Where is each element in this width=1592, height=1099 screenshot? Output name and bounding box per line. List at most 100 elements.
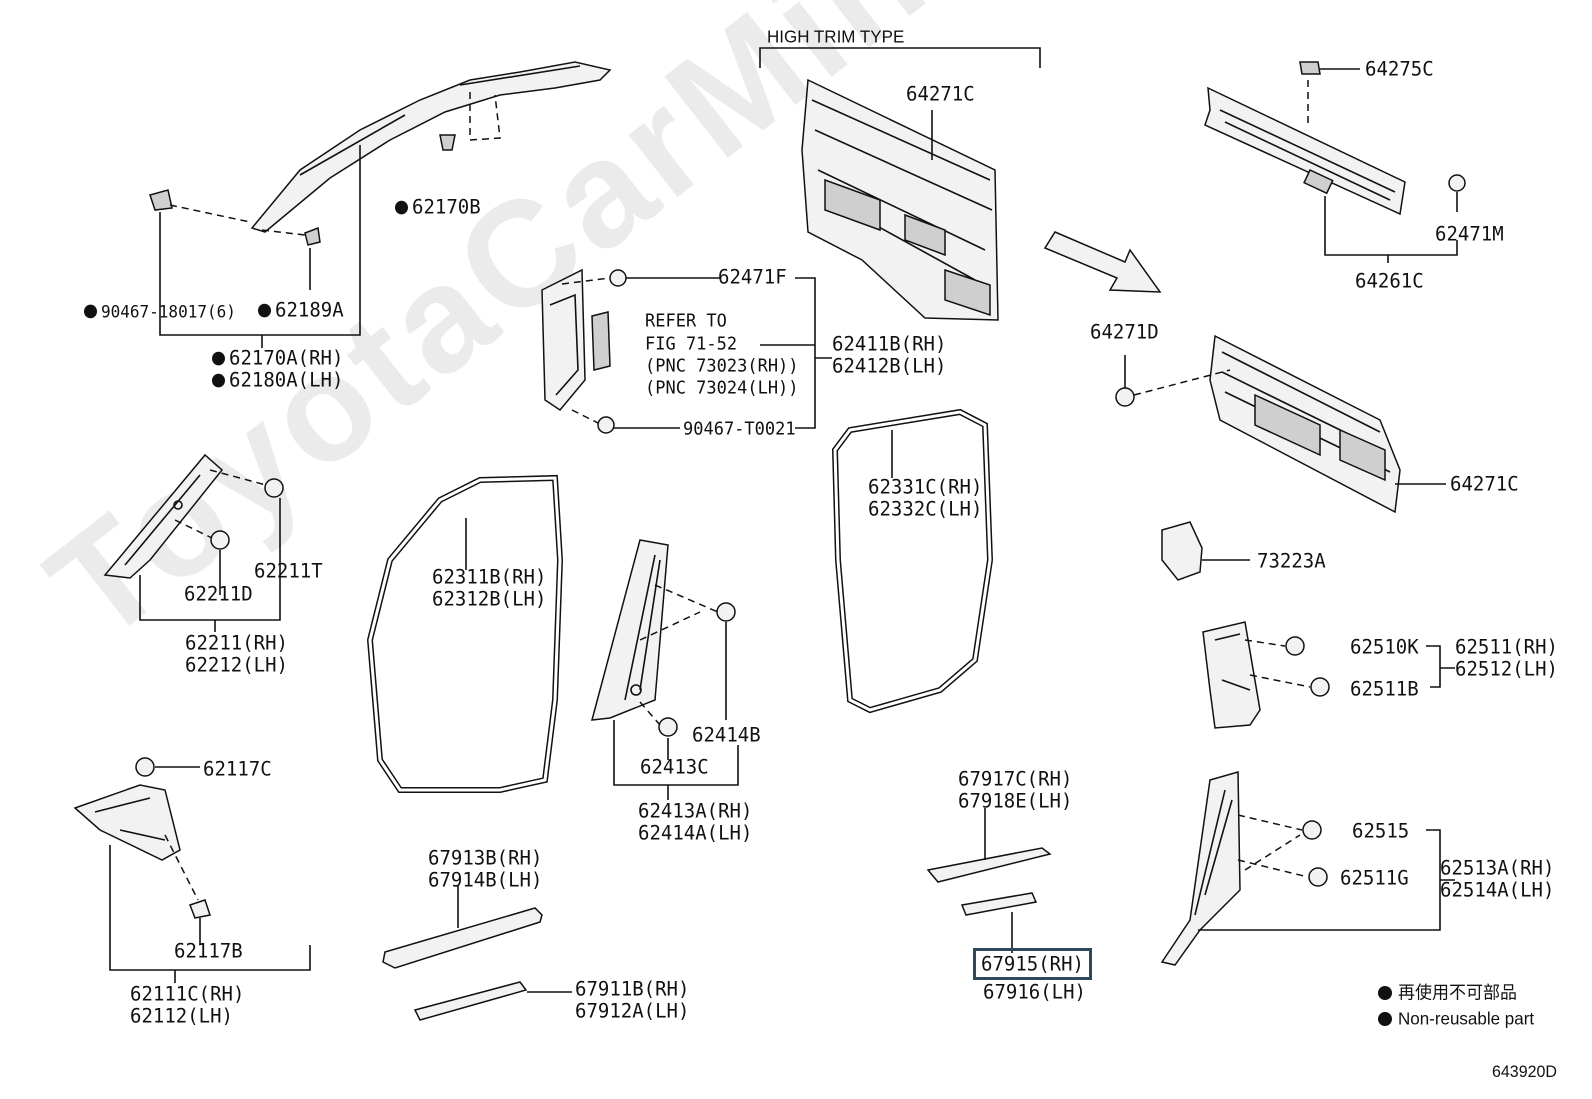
- label-62413C: 62413C: [640, 755, 709, 779]
- label-62211T: 62211T: [254, 559, 323, 583]
- direction-arrow: [1043, 231, 1162, 293]
- label-90467-18017: 90467-18017(6): [84, 300, 236, 323]
- quarter-pillar-lower-part: [1160, 771, 1241, 966]
- label-62511G: 62511G: [1340, 866, 1409, 890]
- clip-62511G: [1308, 867, 1328, 887]
- leader-62211-bracket: [139, 498, 281, 632]
- label-90467-T0021: 90467-T0021: [683, 418, 796, 440]
- label-refer-1: REFER TO: [645, 310, 727, 332]
- label-64271D: 64271D: [1090, 320, 1159, 344]
- label-62413A: 62413A(RH): [638, 799, 753, 823]
- label-62513A: 62513A(RH): [1440, 856, 1555, 880]
- clip-62510K: [1285, 636, 1305, 656]
- dash-62211: [174, 469, 267, 539]
- cowl-side-trim-part: [73, 784, 181, 861]
- label-62331C: 62331C(RH): [868, 475, 983, 499]
- label-67918E: 67918E(LH): [958, 789, 1073, 813]
- quarter-pillar-upper-part: [1202, 621, 1261, 729]
- dash-62413: [639, 584, 719, 726]
- label-64275C: 64275C: [1365, 57, 1434, 81]
- clip-62211D: [210, 530, 230, 550]
- back-panel-part: [1209, 334, 1401, 514]
- leader-62511-bracket: [1426, 645, 1455, 688]
- label-62471M: 62471M: [1435, 222, 1504, 246]
- clip-90467-T0021: [597, 416, 615, 434]
- label-refer-4: (PNC 73024(LH)): [645, 377, 799, 399]
- dash-64271D: [1133, 369, 1231, 396]
- clip-64275C: [1299, 61, 1321, 75]
- dash-62513: [1237, 814, 1309, 878]
- scuff-plate-67913B-part: [382, 907, 543, 969]
- legend-dot-en: [1378, 1012, 1392, 1026]
- label-62311B: 62311B(RH): [432, 565, 547, 589]
- dash-62170B: [469, 92, 501, 141]
- label-62414B: 62414B: [692, 723, 761, 747]
- label-62414A: 62414A(LH): [638, 821, 753, 845]
- leader-62411B-bracket: [760, 277, 832, 429]
- clip-62414B: [716, 602, 736, 622]
- clip-62471M: [1448, 174, 1466, 192]
- legend-en: Non-reusable part: [1398, 1008, 1535, 1029]
- part-73223A: [1161, 521, 1203, 581]
- clip-62511B: [1310, 677, 1330, 697]
- center-pillar-garnish-part: [541, 268, 611, 411]
- scuff-plate-67915-part: [960, 892, 1038, 916]
- label-62512: 62512(LH): [1455, 657, 1558, 681]
- label-62510K: 62510K: [1350, 635, 1419, 659]
- clip-62170B: [439, 134, 456, 151]
- label-62332C: 62332C(LH): [868, 497, 983, 521]
- highlighted-part-67915[interactable]: 67915(RH): [973, 948, 1092, 980]
- dash-62511: [1244, 639, 1311, 688]
- label-64271C-top: 64271C: [906, 82, 975, 106]
- label-73223A: 73223A: [1257, 549, 1326, 573]
- label-62511: 62511(RH): [1455, 635, 1558, 659]
- clip-64271D: [1115, 387, 1135, 407]
- label-62514A: 62514A(LH): [1440, 878, 1555, 902]
- scuff-plate-67917C-part: [926, 847, 1052, 883]
- label-62412B: 62412B(LH): [832, 354, 947, 378]
- clip-62211T: [264, 478, 284, 498]
- leader-62513-bracket: [1198, 829, 1455, 931]
- dash-90467-18017: [169, 204, 251, 223]
- clip-62471F: [609, 269, 627, 287]
- label-62511B: 62511B: [1350, 677, 1419, 701]
- leader-62413A-bracket: [613, 622, 739, 800]
- clip-62413C: [658, 717, 678, 737]
- label-67917C: 67917C(RH): [958, 767, 1073, 791]
- trim-type-bracket: [759, 47, 1041, 68]
- lower-pillar-garnish-part: [590, 539, 669, 721]
- label-62312B: 62312B(LH): [432, 587, 547, 611]
- label-refer-3: (PNC 73023(RH)): [645, 355, 799, 377]
- label-62112: 62112(LH): [130, 1004, 233, 1028]
- dash-90467-T0021: [571, 409, 599, 424]
- clip-90467-18017: [149, 189, 173, 211]
- dash-62189A: [261, 229, 306, 236]
- dash-62117B: [164, 834, 199, 901]
- dash-62471F: [561, 277, 611, 285]
- label-67912A: 67912A(LH): [575, 999, 690, 1023]
- label-64261C: 64261C: [1355, 269, 1424, 293]
- label-62411B: 62411B(RH): [832, 332, 947, 356]
- label-62212: 62212(LH): [185, 653, 288, 677]
- clip-62189A: [304, 226, 321, 246]
- label-62117B: 62117B: [174, 939, 243, 963]
- trim-type-label: HIGH TRIM TYPE: [767, 26, 905, 47]
- label-62180A: 62180A(LH): [212, 368, 343, 391]
- leader-64261C-bracket: [1324, 192, 1458, 256]
- label-67913B: 67913B(RH): [428, 846, 543, 870]
- label-62211D: 62211D: [184, 582, 253, 606]
- legend-jp: 再使用不可部品: [1398, 982, 1517, 1003]
- legend-dot-jp: [1378, 986, 1392, 1000]
- label-62170B: 62170B: [395, 195, 481, 218]
- label-67916: 67916(LH): [983, 980, 1086, 1004]
- clip-62117C: [135, 757, 155, 777]
- label-67911B: 67911B(RH): [575, 977, 690, 1001]
- label-62189A: 62189A: [258, 298, 344, 321]
- scuff-plate-67911B-part: [413, 981, 528, 1021]
- label-67915: 67915(RH): [981, 952, 1084, 976]
- clip-62117B: [189, 899, 211, 919]
- label-64271C-right: 64271C: [1450, 472, 1519, 496]
- label-62515: 62515: [1352, 819, 1410, 843]
